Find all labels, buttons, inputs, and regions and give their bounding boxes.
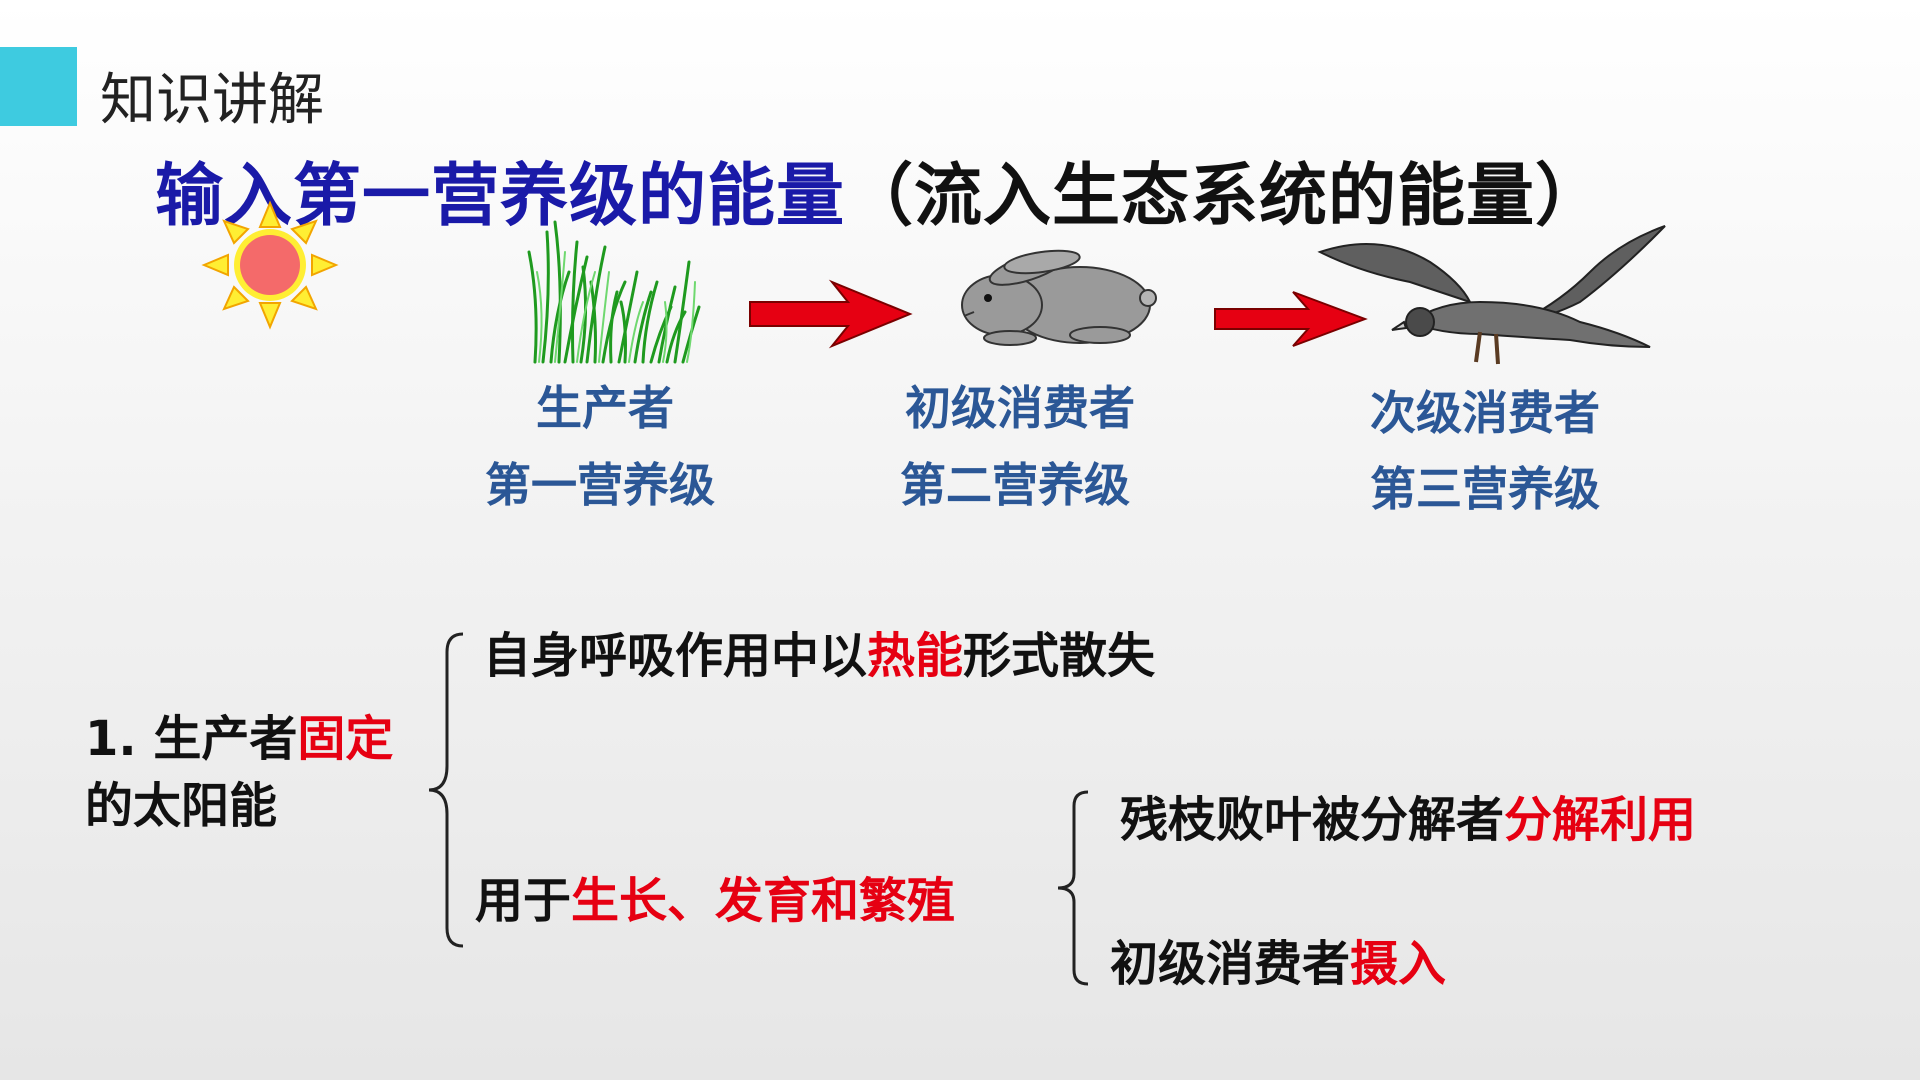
stage-role-label: 生产者 [536,381,674,435]
branch1-text-end: 形式散失 [963,628,1156,684]
grass-icon [527,220,701,364]
branch2-text: 用于 [475,873,572,929]
source-line-1: 1. 生产者固定 [85,715,393,763]
branch-growth: 用于生长、发育和繁殖 [475,877,955,925]
accent-bar [0,47,77,126]
section-label: 知识讲解 [100,68,324,133]
sub2-text: 初级消费者 [1110,936,1351,992]
title-part-2: （流入生态系统的能量） [845,157,1605,236]
source-line-2: 的太阳能 [85,778,278,834]
arrow-right-icon [1214,291,1368,347]
branch1-highlight: 热能 [867,628,964,684]
branch-respiration: 自身呼吸作用中以热能形式散失 [483,632,1155,680]
sun-icon [201,200,339,330]
stage-role-label: 次级消费者 [1370,386,1600,440]
eagle-icon [1317,225,1666,365]
brace-icon [428,632,464,948]
sub1-text: 残枝败叶被分解者 [1120,792,1505,848]
brace-icon [1057,790,1089,986]
arrow-right-icon [749,279,913,349]
branch2-highlight: 生长、发育和繁殖 [571,873,956,929]
sub-branch-decomposer: 残枝败叶被分解者分解利用 [1120,796,1696,844]
branch1-text: 自身呼吸作用中以 [483,628,868,684]
rabbit-icon [961,249,1157,346]
sub-branch-consumer: 初级消费者摄入 [1110,940,1446,988]
stage-level-label: 第三营养级 [1370,462,1600,516]
source-text: 1. 生产者 [85,711,298,767]
sub1-highlight: 分解利用 [1504,792,1697,848]
sub2-highlight: 摄入 [1350,936,1447,992]
stage-role-label: 初级消费者 [905,381,1135,435]
source-highlight: 固定 [297,711,394,767]
stage-level-label: 第一营养级 [485,458,715,512]
stage-level-label: 第二营养级 [900,458,1130,512]
